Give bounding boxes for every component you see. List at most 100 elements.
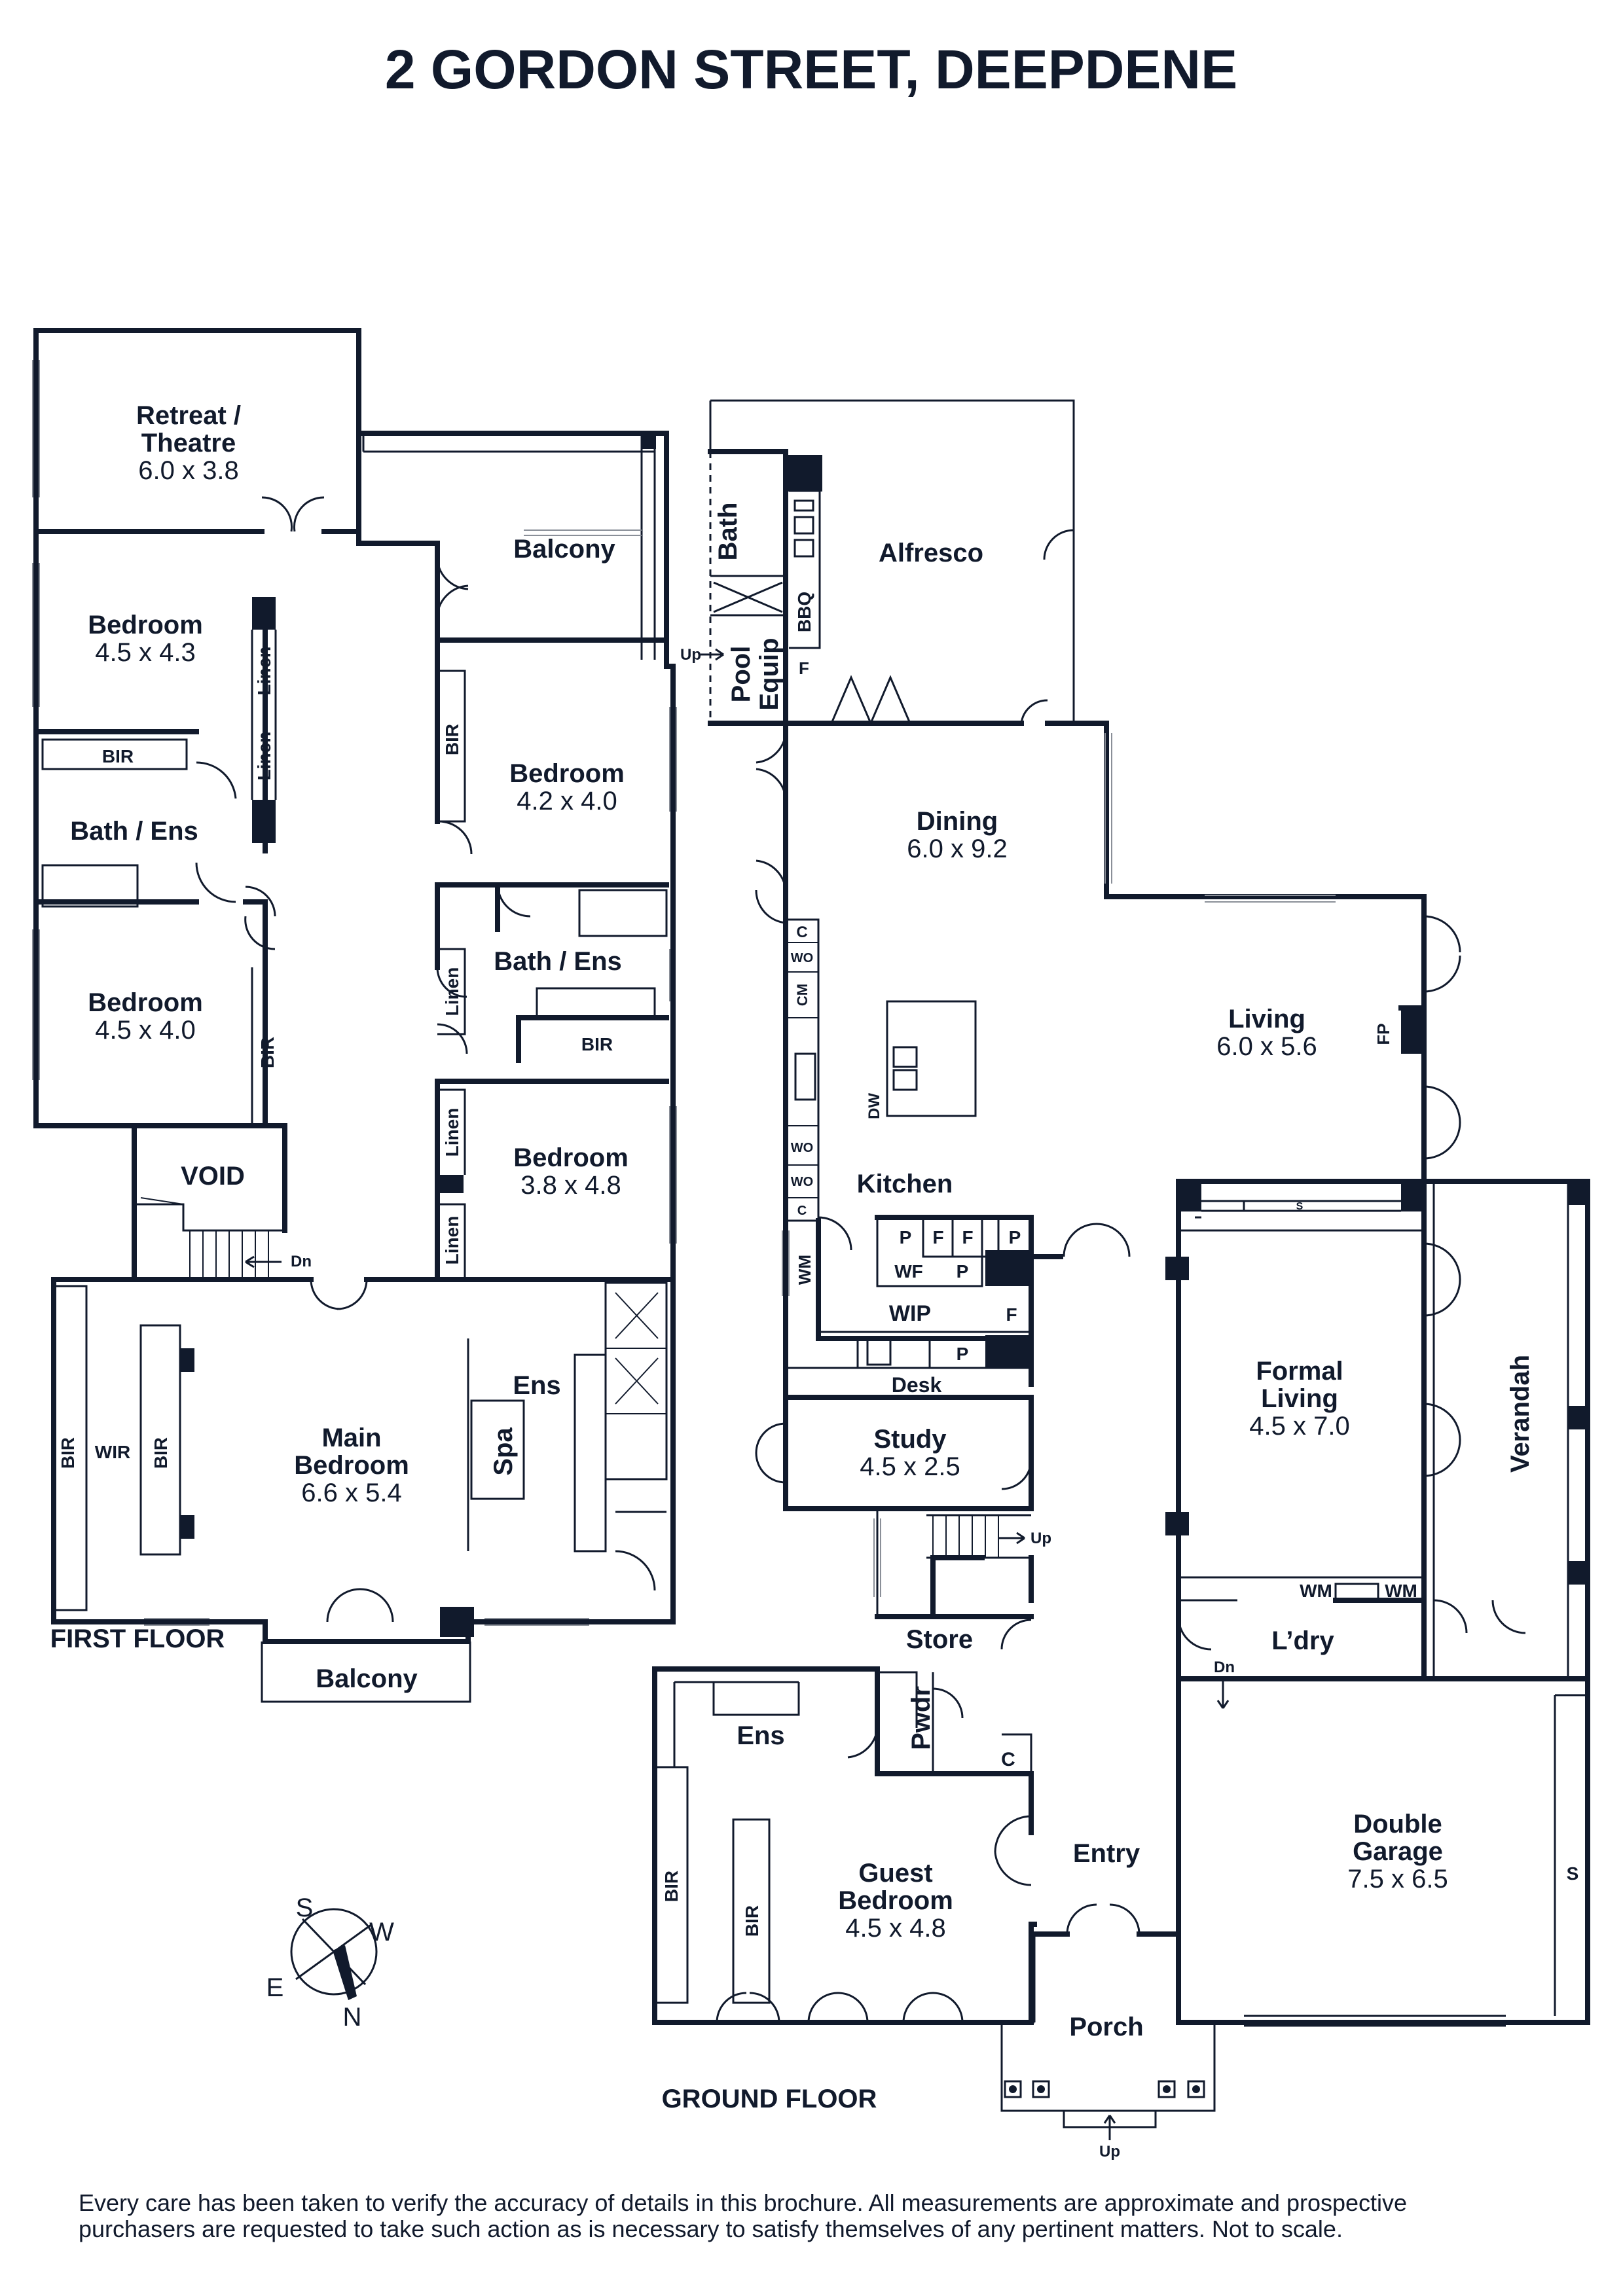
ground-floor (652, 399, 1590, 2128)
room-bedroom-1-dim: 4.5 x 4.3 (95, 638, 195, 667)
fixture-f-1: F (932, 1227, 943, 1247)
room-store: Store (906, 1625, 973, 1654)
room-porch: Porch (1069, 2013, 1143, 2041)
room-living-dim: 6.0 x 5.6 (1216, 1032, 1317, 1061)
room-garage-name-2: Garage (1353, 1837, 1443, 1866)
room-void: VOID (181, 1162, 245, 1191)
fixture-wm-kitchen: WM (795, 1255, 814, 1285)
label-first-floor: FIRST FLOOR (50, 1624, 225, 1653)
fixture-c-powder: C (1001, 1749, 1015, 1770)
fixture-bir-3: BIR (442, 724, 462, 755)
fixture-bbq: BBQ (794, 592, 814, 632)
room-study-name: Study (873, 1425, 947, 1454)
fixture-dw: DW (866, 1093, 883, 1119)
room-bedroom-2-dim: 4.5 x 4.0 (95, 1016, 195, 1045)
fixture-s-living: S (1296, 1201, 1304, 1212)
room-wip: WIP (889, 1301, 931, 1326)
fixture-p-4: P (957, 1344, 969, 1364)
room-ens-main: Ens (513, 1371, 560, 1400)
room-main-bedroom-name: Main (321, 1424, 381, 1452)
stair-up-label-porch: Up (1099, 2143, 1120, 2161)
fixture-bir-8: BIR (742, 1905, 762, 1937)
fixture-spa: Spa (489, 1427, 518, 1476)
room-verandah: Verandah (1506, 1355, 1535, 1473)
fixture-bath-alfresco: Bath (714, 503, 742, 561)
room-balcony-upper: Balcony (513, 535, 615, 564)
compass-w: W (369, 1918, 394, 1946)
room-ens-guest: Ens (737, 1721, 784, 1750)
fixture-bir-6: BIR (151, 1437, 171, 1469)
room-bath-ens-1: Bath / Ens (70, 817, 198, 846)
label-ground-floor: GROUND FLOOR (662, 2085, 877, 2113)
stair-up-label-pool: Up (680, 646, 701, 664)
fixture-cm: CM (794, 984, 811, 1006)
fixture-f-2: F (962, 1227, 973, 1247)
room-formal-name: Formal (1256, 1357, 1343, 1386)
ground-floor-outline (783, 721, 880, 1511)
first-floor-outline (33, 328, 676, 1644)
room-garage-name: Double (1353, 1810, 1442, 1839)
fixture-pool-equip: Pool (727, 646, 756, 703)
room-guest-name-2: Bedroom (838, 1886, 953, 1915)
fixture-wo-2: WO (791, 1141, 813, 1155)
room-bedroom-1-name: Bedroom (88, 611, 203, 639)
fixture-linen-2: Linen (254, 732, 274, 781)
fixture-bir-5: BIR (58, 1437, 78, 1469)
disclaimer-line-1: Every care has been taken to verify the … (79, 2189, 1407, 2216)
room-retreat-name: Retreat / (136, 401, 241, 430)
disclaimer-line-2: purchasers are requested to take such ac… (79, 2215, 1343, 2242)
room-retreat-dim: 6.0 x 3.8 (138, 456, 238, 485)
door-swing (261, 496, 325, 532)
room-balcony-lower: Balcony (316, 1664, 418, 1693)
compass-s: S (296, 1893, 314, 1922)
fixture-c-kitchen-2: C (797, 1204, 807, 1218)
room-laundry: L’dry (1271, 1626, 1334, 1655)
room-bath-ens-2: Bath / Ens (494, 947, 622, 976)
fixture-linen-5: Linen (442, 1216, 462, 1265)
fixture-bir-1: BIR (102, 746, 134, 766)
fixture-bir-4: BIR (581, 1034, 613, 1054)
room-formal-name-2: Living (1261, 1384, 1338, 1413)
room-bedroom-2-name: Bedroom (88, 988, 203, 1017)
fixture-p-3: P (957, 1261, 969, 1282)
page-title: 2 GORDON STREET, DEEPDENE (385, 39, 1237, 100)
fixture-bir-2: BIR (257, 1037, 278, 1068)
room-guest-name: Guest (858, 1859, 932, 1888)
fixture-p-1: P (900, 1227, 912, 1247)
fixture-bir-7: BIR (661, 1871, 682, 1902)
room-dining-name: Dining (917, 807, 998, 836)
fixture-c-kitchen: C (796, 924, 807, 941)
fixture-wir: WIR (95, 1442, 130, 1462)
fixture-f-alfresco: F (799, 658, 809, 678)
stair-up-label-study: Up (1030, 1530, 1051, 1547)
fixture-wm-laundry-2: WM (1385, 1581, 1417, 1601)
room-alfresco: Alfresco (879, 539, 983, 567)
room-retreat-name-2: Theatre (141, 429, 236, 457)
room-living-name: Living (1228, 1005, 1305, 1033)
room-study-dim: 4.5 x 2.5 (860, 1452, 960, 1481)
first-floor (32, 328, 677, 1703)
room-guest-dim: 4.5 x 4.8 (845, 1914, 945, 1943)
room-kitchen: Kitchen (857, 1170, 953, 1198)
compass: S W E N (266, 1893, 394, 2032)
room-bedroom-3-dim: 4.2 x 4.0 (517, 787, 617, 816)
fixture-p-2: P (1009, 1227, 1021, 1247)
fixture-pool-equip-2: Equip (755, 637, 784, 710)
fixture-linen-1: Linen (254, 647, 274, 696)
fixture-wm-laundry-1: WM (1300, 1581, 1332, 1601)
fixture-linen-4: Linen (442, 1108, 462, 1157)
room-bedroom-4-name: Bedroom (513, 1143, 629, 1172)
compass-e: E (266, 1973, 284, 2002)
fixture-wf: WF (894, 1261, 923, 1282)
room-formal-dim: 4.5 x 7.0 (1249, 1412, 1349, 1441)
compass-n: N (343, 2003, 362, 2032)
room-dining-dim: 6.0 x 9.2 (907, 834, 1007, 863)
fixture-wo-3: WO (791, 1175, 813, 1189)
room-main-bedroom-name-2: Bedroom (294, 1451, 409, 1480)
room-bedroom-3-name: Bedroom (509, 759, 625, 788)
room-powder: Pwdr (907, 1686, 936, 1750)
room-garage-dim: 7.5 x 6.5 (1347, 1865, 1448, 1893)
fixture-f-3: F (1006, 1304, 1017, 1325)
fixture-desk: Desk (892, 1373, 942, 1397)
